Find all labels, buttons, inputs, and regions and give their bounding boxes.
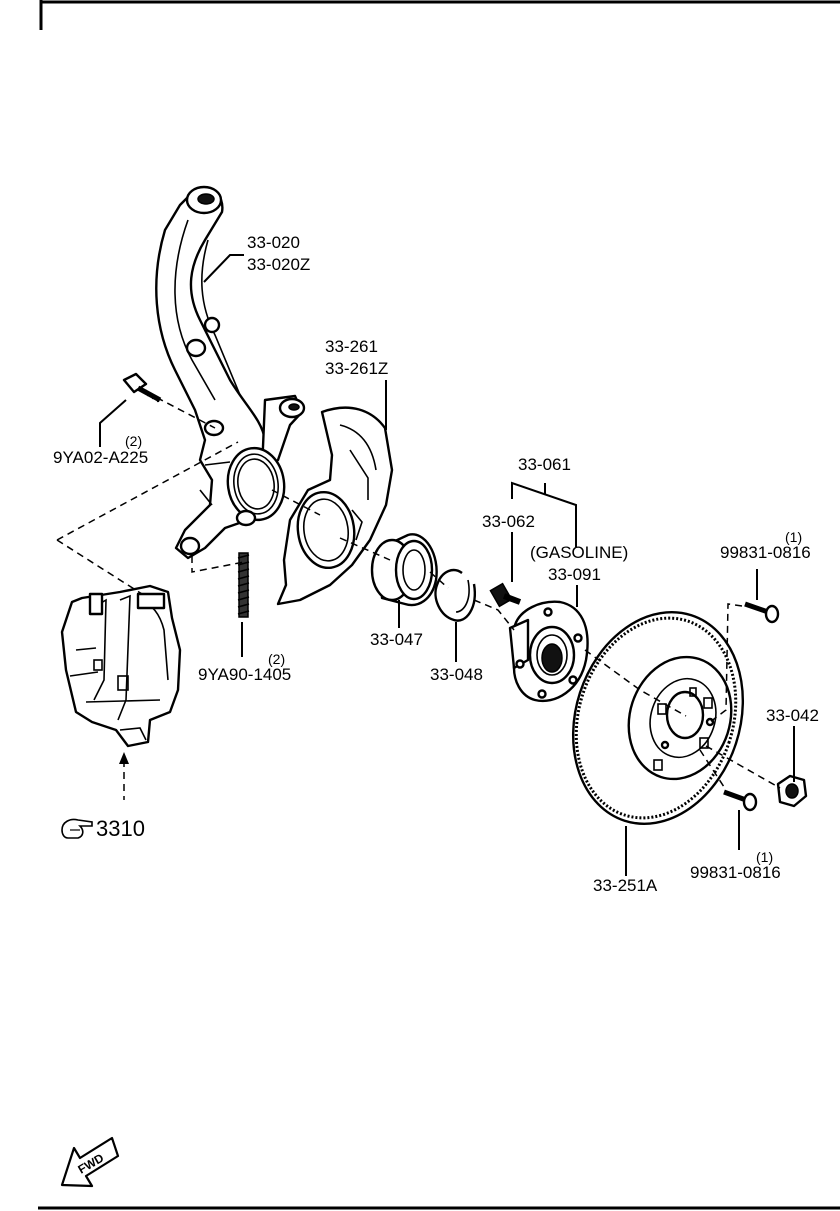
reference-3310[interactable]: 3310 — [96, 816, 145, 841]
stud-bolt-part — [237, 552, 250, 618]
lock-nut-part — [776, 774, 808, 808]
screw-upper-part — [744, 601, 780, 624]
label-33-047: 33-047 — [370, 630, 423, 649]
label-33-020: 33-020 — [247, 233, 300, 252]
screw-lower-part — [723, 789, 758, 812]
knuckle-bolt-part — [122, 372, 162, 403]
label-33-091: 33-091 — [548, 565, 601, 584]
label-screw-upper-qty: (1) — [785, 529, 802, 545]
caliper-part — [60, 584, 182, 748]
hub-bolt-part — [489, 582, 522, 608]
label-screw-lower-qty: (1) — [756, 849, 773, 865]
label-33-042: 33-042 — [766, 706, 819, 725]
reference-lines — [56, 391, 781, 800]
label-stud-bolt-qty: (2) — [268, 651, 285, 667]
knuckle-part — [155, 185, 306, 560]
label-99831-0816-upper: 99831-0816 — [720, 543, 811, 562]
pointing-hand-icon — [61, 818, 93, 839]
snap-ring-part — [434, 569, 476, 622]
label-9YA02-A225: 9YA02-A225 — [53, 448, 148, 467]
label-33-061: 33-061 — [518, 455, 571, 474]
label-gasoline: (GASOLINE) — [530, 543, 628, 562]
leader-lines — [99, 254, 795, 876]
label-33-048: 33-048 — [430, 665, 483, 684]
label-33-062: 33-062 — [482, 512, 535, 531]
label-knuckle-bolt-qty: (2) — [125, 433, 142, 449]
dust-cover-part — [276, 406, 394, 606]
label-99831-0816-lower: 99831-0816 — [690, 863, 781, 882]
fwd-arrow-icon: FWD — [60, 1136, 120, 1188]
label-33-261: 33-261 — [325, 337, 378, 356]
brake-disc-part — [571, 611, 745, 825]
label-33-261Z: 33-261Z — [325, 359, 388, 378]
label-33-020Z: 33-020Z — [247, 255, 310, 274]
label-9YA90-1405: 9YA90-1405 — [198, 665, 291, 684]
label-33-251A: 33-251A — [593, 876, 658, 895]
bearing-part — [370, 533, 438, 607]
hub-part — [508, 600, 589, 703]
